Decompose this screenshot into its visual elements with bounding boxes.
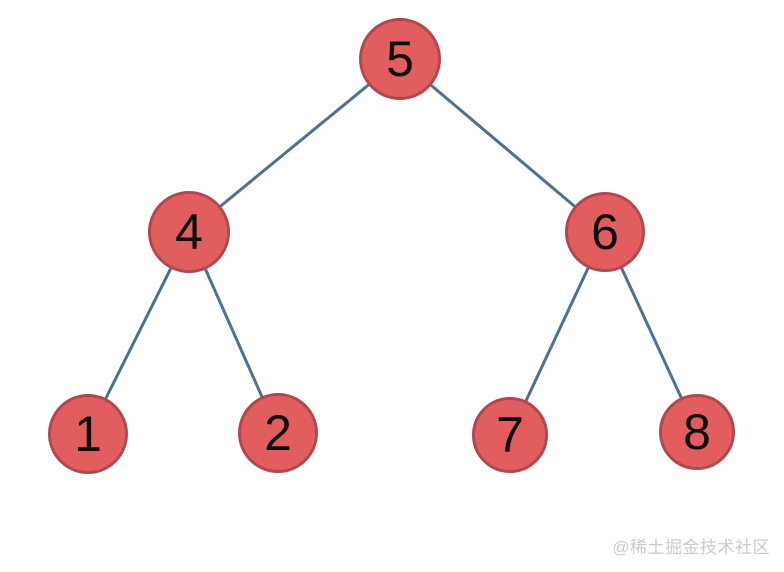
tree-node-5: 5 [359, 18, 441, 100]
tree-node-8: 8 [659, 394, 735, 470]
tree-node-1: 1 [48, 394, 128, 474]
tree-edge-5-4 [188, 57, 401, 234]
watermark: @稀土掘金技术社区 [612, 538, 770, 557]
tree-node-4: 4 [148, 191, 230, 273]
tree-node-6: 6 [565, 192, 645, 272]
tree-node-7: 7 [472, 397, 548, 473]
tree-node-2: 2 [238, 393, 318, 473]
tree-edge-5-6 [399, 57, 606, 234]
